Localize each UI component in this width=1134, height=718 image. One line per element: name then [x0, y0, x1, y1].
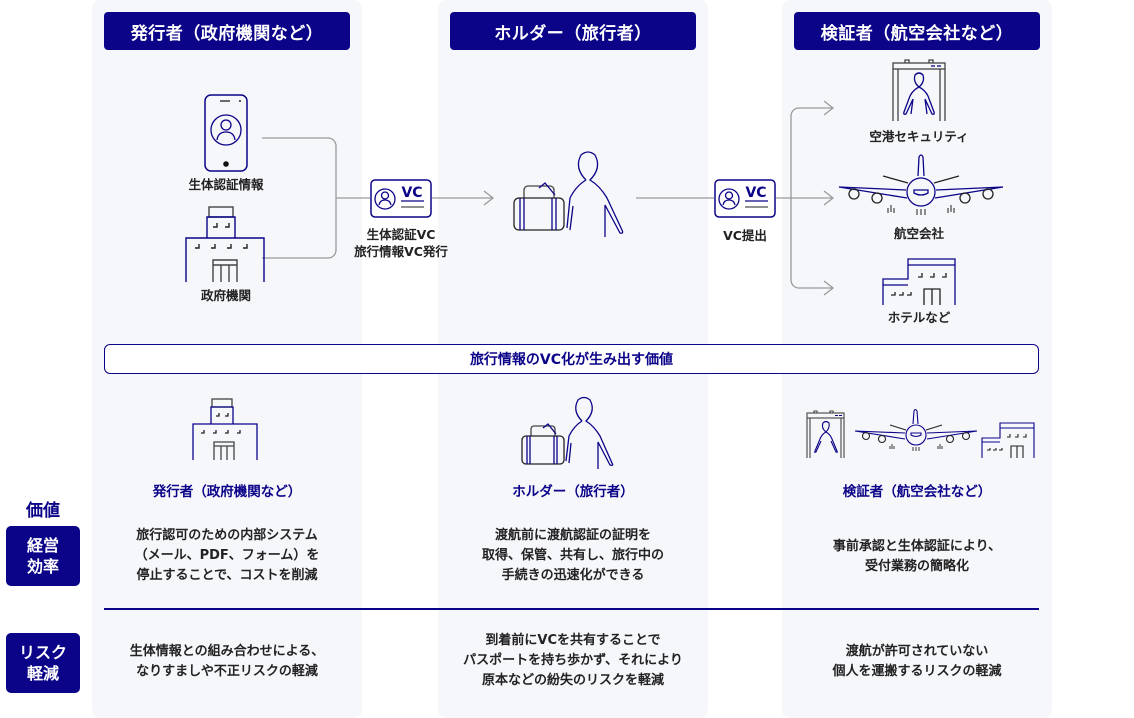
holder-subtitle: ホルダー（旅行者）	[512, 484, 634, 500]
risk-reduction-tag: リスク 軽減	[6, 633, 80, 693]
risk-tag-line2: 軽減	[26, 664, 59, 683]
airport-security-label: 空港セキュリティ	[869, 129, 969, 144]
risk-tag-line1: リスク	[18, 643, 67, 662]
issuer-efficiency-text: 旅行認可のための内部システム （メール、PDF、フォーム）を 停止することで、コ…	[92, 526, 362, 586]
text-line: 渡航前に渡航認証の証明を	[494, 528, 651, 543]
text-line: 生体情報との組み合わせによる、	[129, 644, 325, 659]
hotel-label: ホテルなど	[887, 310, 951, 325]
verifier-header: 検証者（航空会社など）	[794, 12, 1040, 50]
biometric-info-label: 生体認証情報	[188, 177, 264, 192]
text-line: 個人を運搬するリスクの軽減	[832, 664, 1002, 679]
holder-risk-text: 到着前にVCを共有することで パスポートを持ち歩かず、それにより 原本などの紛失…	[438, 631, 708, 691]
text-line: 取得、保管、共有し、旅行中の	[481, 548, 664, 563]
security-gate-icon	[892, 59, 946, 121]
text-line: 手続きの迅速化ができる	[501, 568, 645, 583]
issue-card-label-1: 生体認証VC	[366, 227, 436, 242]
issuer-subtitle: 発行者（政府機関など）	[152, 484, 302, 500]
efficiency-tag: 経営 効率	[6, 526, 80, 586]
text-line: 受付業務の簡略化	[864, 559, 969, 574]
vc-badge: VC	[745, 185, 766, 201]
text-line: 原本などの紛失のリスクを軽減	[481, 673, 664, 688]
holder-header: ホルダー（旅行者）	[450, 12, 696, 50]
issuer-header: 発行者（政府機関など）	[104, 12, 350, 50]
issuer-risk-text: 生体情報との組み合わせによる、 なりすましや不正リスクの軽減	[92, 642, 362, 682]
government-agency-label: 政府機関	[200, 288, 251, 303]
efficiency-tag-line2: 効率	[26, 557, 59, 576]
text-line: 事前承認と生体認証により、	[832, 539, 1002, 554]
value-banner: 旅行情報のVC化が生み出す価値	[104, 344, 1039, 374]
verifier-icons-group	[806, 408, 1035, 458]
verifier-risk-text: 渡航が許可されていない 個人を運搬するリスクの軽減	[782, 642, 1052, 682]
holder-efficiency-text: 渡航前に渡航認証の証明を 取得、保管、共有し、旅行中の 手続きの迅速化ができる	[438, 526, 708, 586]
present-card-label: VC提出	[723, 228, 767, 243]
text-line: 停止することで、コストを削減	[136, 568, 318, 583]
hotel-icon	[882, 258, 956, 305]
text-line: 渡航が許可されていない	[845, 644, 989, 659]
text-line: （メール、PDF、フォーム）を	[134, 548, 320, 563]
traveler-with-luggage-icon	[513, 151, 624, 237]
vc-card-icon: VC	[370, 179, 432, 218]
efficiency-tag-line1: 経営	[26, 536, 59, 555]
vc-badge: VC	[401, 185, 422, 201]
government-building-icon	[192, 398, 258, 460]
airline-label: 航空会社	[893, 226, 944, 241]
verifier-subtitle: 検証者（航空会社など）	[842, 484, 992, 500]
flow-connectors	[262, 100, 835, 296]
text-line: 到着前にVCを共有することで	[485, 633, 661, 648]
text-line: なりすましや不正リスクの軽減	[136, 664, 318, 679]
text-line: パスポートを持ち歩かず、それにより	[463, 653, 683, 668]
smartphone-icon	[204, 94, 248, 172]
text-line: 旅行認可のための内部システム	[136, 528, 318, 543]
airplane-icon	[838, 154, 1004, 215]
verifier-efficiency-text: 事前承認と生体認証により、 受付業務の簡略化	[782, 537, 1052, 577]
traveler-with-luggage-icon	[521, 396, 614, 469]
row-divider	[104, 608, 1039, 610]
government-building-icon	[185, 206, 265, 282]
vc-card-icon: VC	[714, 179, 776, 218]
value-title: 価値	[26, 501, 60, 521]
issue-card-label-2: 旅行情報VC発行	[354, 244, 448, 259]
